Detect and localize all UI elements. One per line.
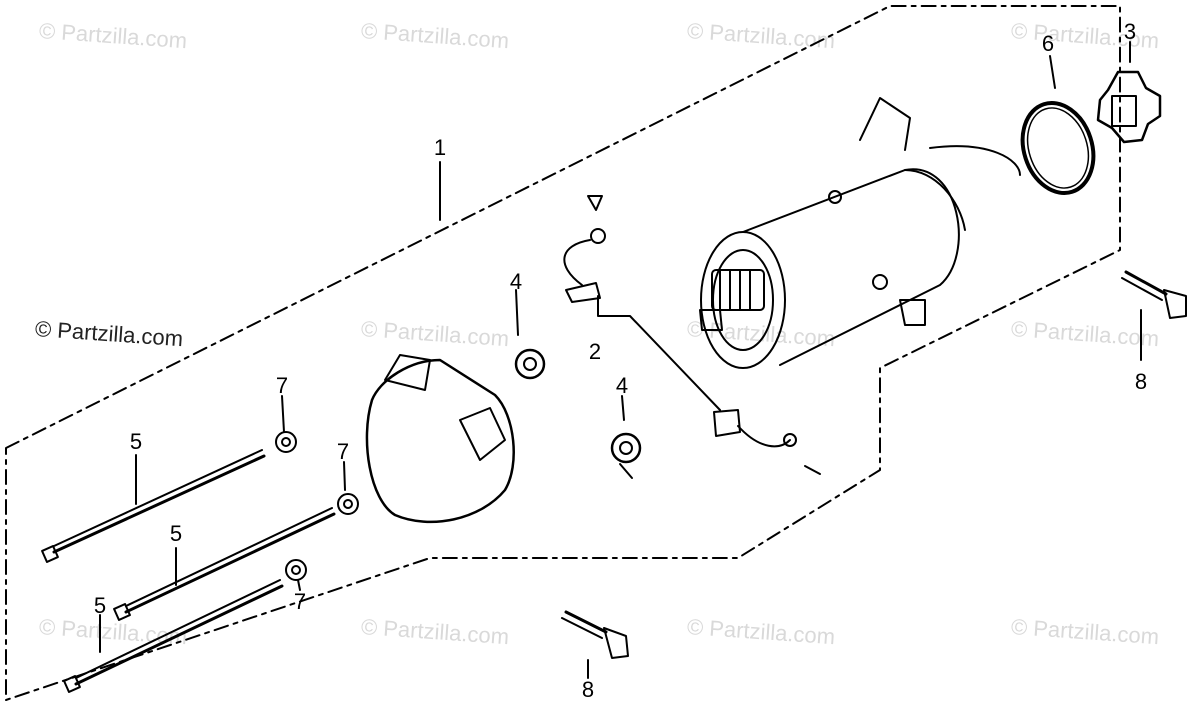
leader-line-2: [597, 295, 721, 411]
callout-7: 7: [336, 439, 350, 464]
leader-line-7c: [297, 579, 301, 591]
through-bolt-1: [41, 449, 266, 563]
callout-5: 5: [93, 593, 107, 618]
callout-6: 6: [1041, 31, 1055, 56]
brush-lower: [713, 409, 821, 475]
brush-upper: [563, 195, 606, 303]
brush-spring-lower: [610, 432, 642, 479]
drive-gear: [1096, 70, 1162, 144]
flange-bolt-bottom: [561, 610, 629, 659]
callout-5: 5: [169, 521, 183, 546]
through-bolt-3: [63, 579, 284, 693]
callout-5: 5: [129, 429, 143, 454]
o-ring: [1020, 101, 1096, 195]
leader-line-4a: [515, 289, 519, 336]
flange-bolt-right: [1121, 270, 1187, 319]
through-bolt-2: [113, 507, 336, 621]
callout-4: 4: [615, 373, 629, 398]
washer-1: [275, 431, 297, 453]
callout-2: 2: [588, 339, 602, 364]
armature-gear: [711, 269, 765, 311]
brush-spring-upper: [514, 348, 546, 380]
leader-line-6: [1049, 55, 1056, 89]
starter-motor-body: [699, 97, 1021, 369]
washer-3: [285, 559, 307, 581]
callout-7: 7: [293, 589, 307, 614]
callout-7: 7: [275, 373, 289, 398]
leader-line-7b: [343, 461, 346, 491]
callout-1: 1: [433, 135, 447, 160]
callout-8: 8: [1134, 369, 1148, 394]
leader-line-7a: [281, 395, 285, 433]
callout-3: 3: [1123, 19, 1137, 44]
assembly-boundary: [5, 5, 1121, 701]
washer-2: [337, 493, 359, 515]
callout-8: 8: [581, 677, 595, 702]
callout-4: 4: [509, 269, 523, 294]
leader-line-4b: [621, 395, 625, 421]
rear-cover: [365, 354, 515, 524]
